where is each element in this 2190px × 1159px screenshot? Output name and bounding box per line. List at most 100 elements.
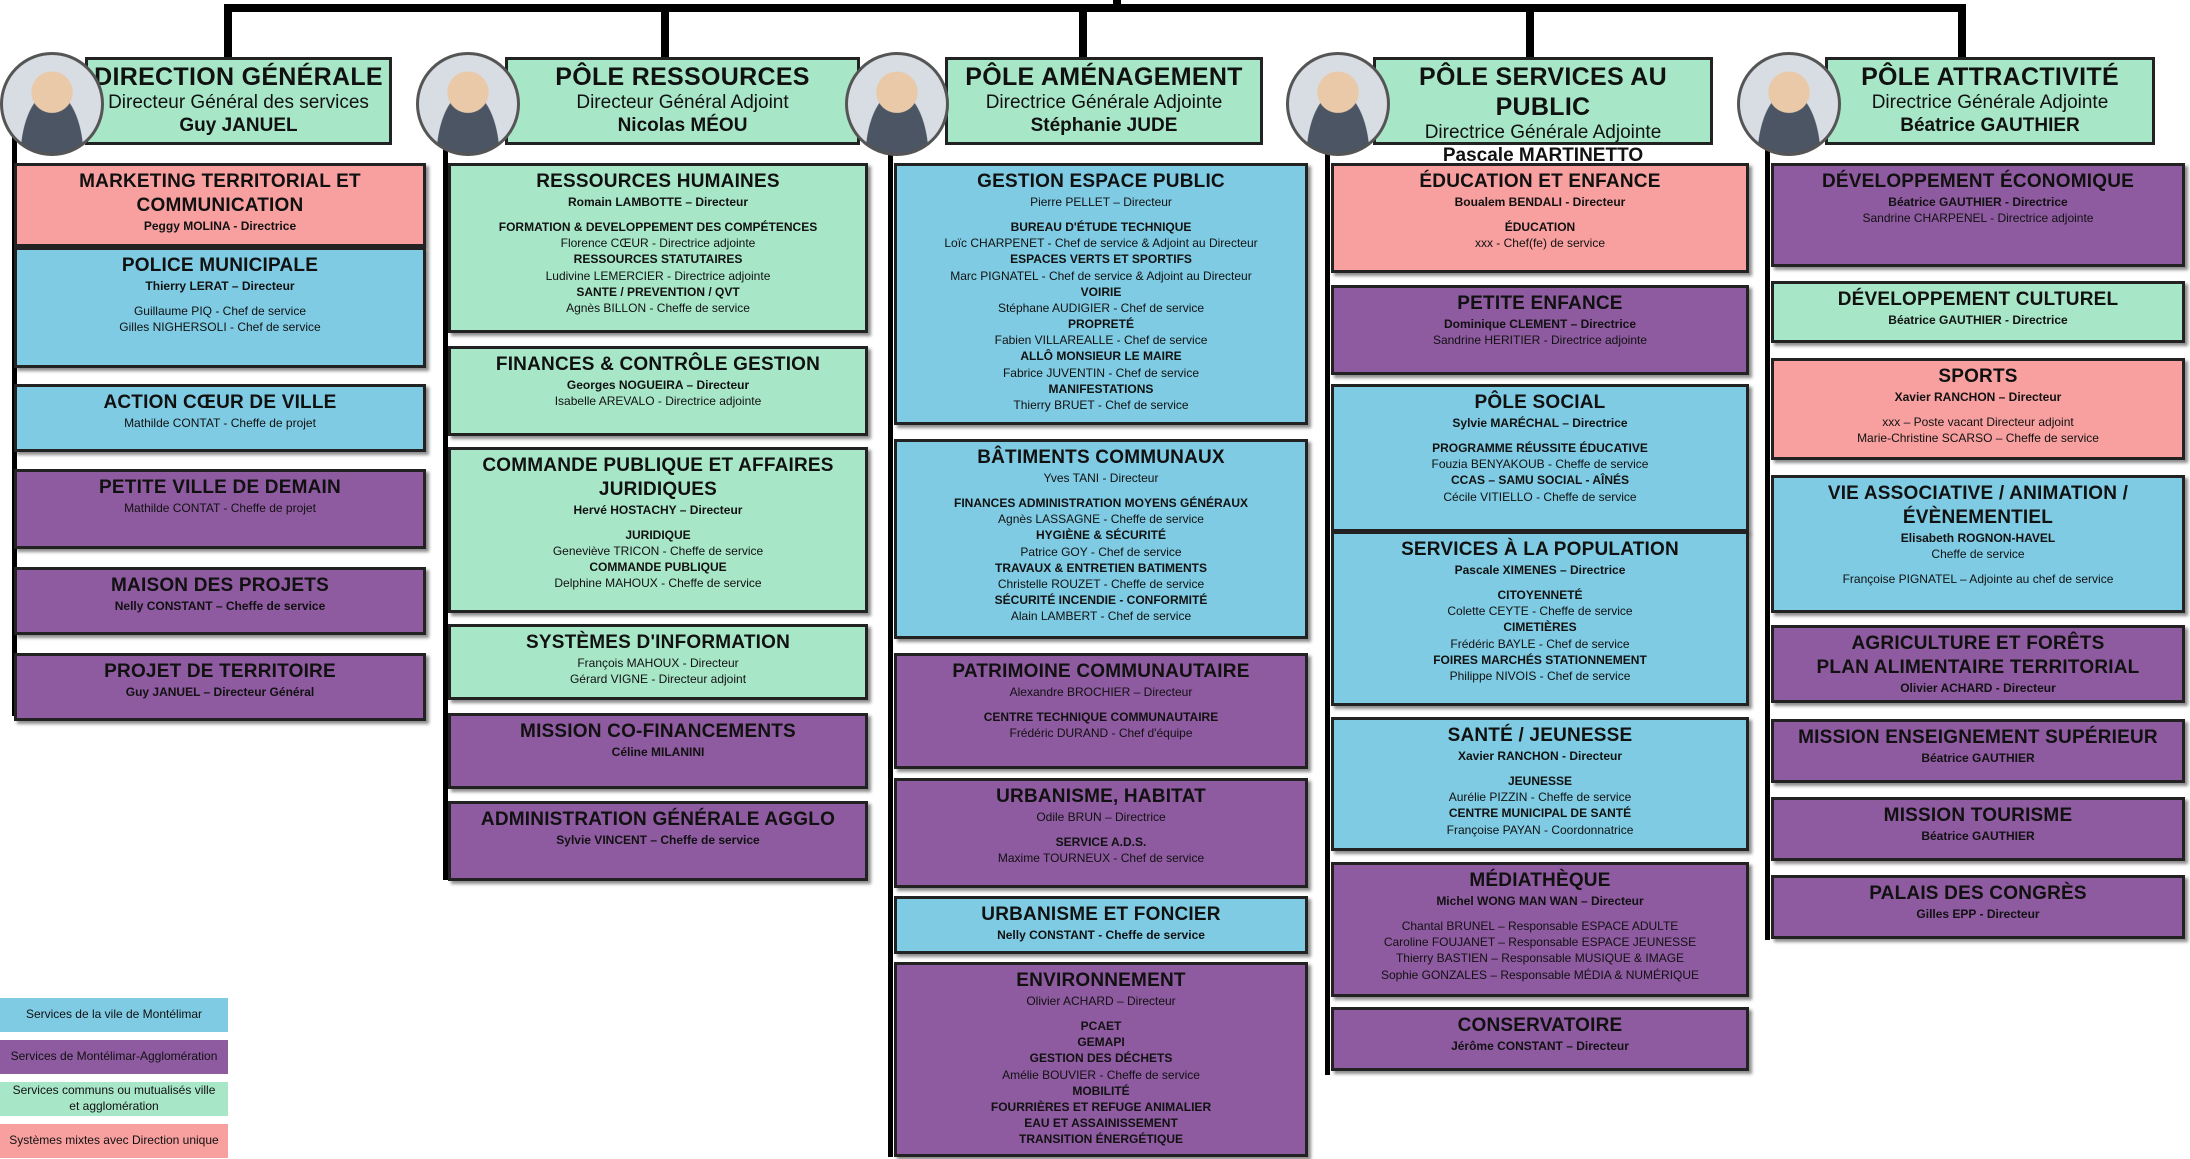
legend-item: Services de Montélimar-Agglomération xyxy=(0,1040,228,1074)
service-line: Georges NOGUEIRA – Directeur xyxy=(566,377,750,392)
service-line: Agnès BILLON - Cheffe de service xyxy=(566,300,750,315)
service-line: Caroline FOUJANET – Responsable ESPACE J… xyxy=(1383,935,1697,950)
service-line: CCAS – SAMU SOCIAL - AÎNÉS xyxy=(1450,473,1630,488)
service-line: CENTRE MUNICIPAL DE SANTÉ xyxy=(1448,806,1632,821)
service-line: CITOYENNETÉ xyxy=(1497,587,1583,602)
spacer xyxy=(451,518,865,527)
spacer xyxy=(897,825,1305,834)
service-line: PROGRAMME RÉUSSITE ÉDUCATIVE xyxy=(1432,440,1648,455)
service-title: MISSION TOURISME xyxy=(1883,805,2073,826)
service-line: Fabien VILLAREALLE - Chef de service xyxy=(994,333,1208,348)
legend-item: Services de la vile de Montélimar xyxy=(0,998,228,1032)
service-line: CENTRE TECHNIQUE COMMUNAUTAIRE xyxy=(983,709,1219,724)
service-line: Pierre PELLET – Directeur xyxy=(1030,194,1172,209)
service-line: SÉCURITÉ INCENDIE - CONFORMITÉ xyxy=(994,593,1208,608)
spacer xyxy=(897,486,1305,495)
service-line: Béatrice GAUTHIER xyxy=(1921,828,2035,843)
service-box: MISSION ENSEIGNEMENT SUPÉRIEUR Béatrice G… xyxy=(1771,719,2185,783)
service-line: RESSOURCES STATUTAIRES xyxy=(573,252,743,267)
column-drop-line xyxy=(661,4,669,60)
service-title: MARKETING TERRITORIAL ET xyxy=(79,171,361,192)
service-title: MISSION ENSEIGNEMENT SUPÉRIEUR xyxy=(1798,727,2158,748)
service-title: POLICE MUNICIPALE xyxy=(121,255,319,276)
service-line: JURIDIQUE xyxy=(625,527,691,542)
service-line: Yves TANI - Directeur xyxy=(1043,470,1159,485)
service-title: URBANISME, HABITAT xyxy=(996,786,1206,807)
service-box: FINANCES & CONTRÔLE GESTION Georges NOGUE… xyxy=(448,346,868,436)
service-title: PETITE ENFANCE xyxy=(1457,293,1623,314)
director-photo xyxy=(845,52,949,156)
pole-role: Directeur Général Adjoint xyxy=(576,92,789,113)
service-line: Alain LAMBERT - Chef de service xyxy=(1010,609,1192,624)
column-rail xyxy=(1325,110,1330,1075)
service-title: PROJET DE TERRITOIRE xyxy=(104,661,336,682)
service-line: GESTION DES DÉCHETS xyxy=(1029,1051,1173,1066)
service-title: DÉVELOPPEMENT CULTUREL xyxy=(1837,289,2119,310)
service-line: Sandrine CHARPENEL - Directrice adjointe xyxy=(1862,210,2094,225)
service-line: Hervé HOSTACHY – Directeur xyxy=(573,502,743,517)
service-line: Thierry BRUET - Chef de service xyxy=(1013,398,1189,412)
service-title: PETITE VILLE DE DEMAIN xyxy=(99,477,341,498)
service-line: TRANSITION ÉNERGÉTIQUE xyxy=(1018,1132,1183,1147)
service-line: JEUNESSE xyxy=(1507,773,1573,788)
service-line: Françoise PAYAN - Coordonnatrice xyxy=(1446,822,1634,837)
top-connector xyxy=(224,4,1960,12)
service-line: Elisabeth ROGNON-HAVEL xyxy=(1900,530,2056,545)
column-rail xyxy=(443,110,448,880)
service-title: RESSOURCES HUMAINES xyxy=(536,171,780,192)
service-title: JURIDIQUES xyxy=(598,478,718,500)
service-line: ESPACES VERTS ET SPORTIFS xyxy=(1010,252,1192,267)
service-line: Stéphane AUDIGIER - Chef de service xyxy=(997,300,1205,315)
spacer xyxy=(1334,909,1746,918)
service-line: GEMAPI xyxy=(1077,1035,1125,1050)
pole-title: DIRECTION GÉNÉRALE xyxy=(94,63,383,91)
service-line: Philippe NIVOIS - Chef de service xyxy=(1449,668,1631,683)
service-line: Fabrice JUVENTIN - Chef de service xyxy=(1002,365,1200,380)
director-photo xyxy=(1737,52,1841,156)
service-line: Ludivine LEMERCIER - Directrice adjointe xyxy=(545,268,771,283)
service-line: Delphine MAHOUX - Cheffe de service xyxy=(554,576,762,591)
service-title: MAISON DES PROJETS xyxy=(111,575,329,596)
legend-item: Services communs ou mutualisés ville et … xyxy=(0,1082,228,1116)
service-line: Amélie BOUVIER - Cheffe de service xyxy=(1002,1067,1200,1082)
pole-title: PÔLE AMÉNAGEMENT xyxy=(965,63,1243,91)
spacer xyxy=(17,294,423,303)
service-line: ALLÔ MONSIEUR LE MAIRE xyxy=(1020,349,1182,364)
pole-title: PÔLE ATTRACTIVITÉ xyxy=(1861,63,2119,91)
spacer xyxy=(1334,431,1746,440)
service-line: Odile BRUN – Directrice xyxy=(1036,809,1166,824)
service-line: Gérard VIGNE - Directeur adjoint xyxy=(569,671,747,686)
service-line: Françoise PIGNATEL – Adjointe au chef de… xyxy=(1842,571,2114,586)
service-title: URBANISME ET FONCIER xyxy=(981,904,1221,925)
service-line: Maxime TOURNEUX - Chef de service xyxy=(997,851,1205,866)
service-line: Gilles EPP - Directeur xyxy=(1916,906,2040,921)
service-title: PALAIS DES CONGRÈS xyxy=(1869,883,2087,904)
service-line: VOIRIE xyxy=(1080,284,1122,299)
pole-director-name: Pascale MARTINETTO xyxy=(1442,144,1644,166)
service-title: FINANCES & CONTRÔLE GESTION xyxy=(495,354,821,375)
service-line: Michel WONG MAN WAN – Directeur xyxy=(1436,893,1644,908)
service-line: PROPRETÉ xyxy=(1067,317,1134,332)
service-line: TRAVAUX & ENTRETIEN BATIMENTS xyxy=(995,560,1207,575)
spacer xyxy=(897,1009,1305,1018)
spacer xyxy=(1774,405,2182,414)
service-line: Dominique CLEMENT – Directrice xyxy=(1443,316,1637,331)
service-line: BUREAU D'ÉTUDE TECHNIQUE xyxy=(1010,219,1192,234)
service-line: Sophie GONZALES – Responsable MÉDIA & NU… xyxy=(1380,967,1700,982)
service-line: Cécile VITIELLO - Cheffe de service xyxy=(1443,489,1637,504)
service-line: Béatrice GAUTHIER xyxy=(1921,750,2035,765)
service-box: DÉVELOPPEMENT CULTUREL Béatrice GAUTHIER … xyxy=(1771,281,2185,343)
service-line: Gilles NIGHERSOLI - Chef de service xyxy=(119,320,321,335)
service-line: Béatrice GAUTHIER - Directrice xyxy=(1888,312,2068,327)
service-line: Sylvie MARÉCHAL – Directrice xyxy=(1452,415,1628,430)
service-title: VIE ASSOCIATIVE / ANIMATION / xyxy=(1827,483,2129,504)
